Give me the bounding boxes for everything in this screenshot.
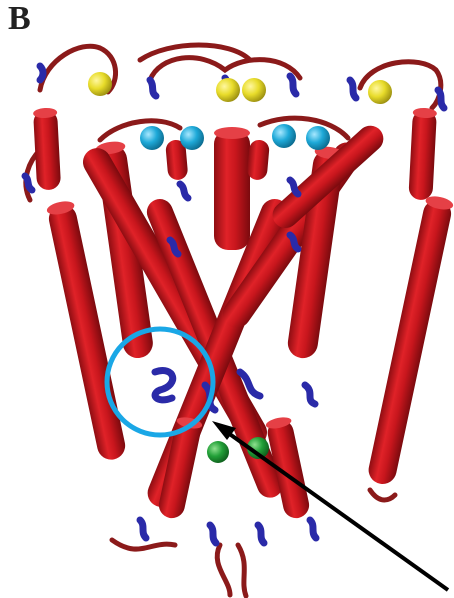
linker-7 xyxy=(180,184,188,198)
green-ion-icon xyxy=(207,441,229,463)
yellow-ion-icon xyxy=(242,78,266,102)
linker-15 xyxy=(140,520,146,538)
helix-center-right-small xyxy=(247,139,270,181)
loop-bottom-center xyxy=(217,545,230,595)
linker-18 xyxy=(310,520,316,538)
linker-1 xyxy=(40,66,43,80)
yellow-ion-icon xyxy=(368,80,392,104)
linker-16 xyxy=(210,525,216,543)
linker-8 xyxy=(290,180,298,194)
helix-left-upper xyxy=(33,107,61,190)
cyan-ion-icon xyxy=(180,126,204,150)
loop-bottom-center2 xyxy=(238,545,246,596)
cyan-ion-icon xyxy=(140,126,164,150)
linker-17 xyxy=(258,525,264,543)
yellow-ion-icon xyxy=(216,78,240,102)
linker-5 xyxy=(350,80,356,98)
helix-cylinders xyxy=(33,107,454,520)
helix-right-upper xyxy=(408,107,437,200)
loop-upper-mid-left xyxy=(100,121,180,140)
helix-center xyxy=(214,127,250,250)
linker-14 xyxy=(305,385,315,404)
loop-bottom-right xyxy=(370,490,395,500)
linker-2 xyxy=(150,80,156,96)
yellow-ion-icon xyxy=(88,72,112,96)
loop-bottom-left xyxy=(112,540,175,549)
yellow-ions xyxy=(88,72,392,104)
linker-19 xyxy=(438,90,444,108)
pointer-arrow-icon xyxy=(212,421,448,590)
helix-far-right xyxy=(366,194,454,486)
linker-6 xyxy=(25,176,32,190)
linker-4 xyxy=(290,76,296,94)
cyan-ion-icon xyxy=(306,126,330,150)
cyan-ion-icon xyxy=(272,124,296,148)
linker-11 xyxy=(155,371,173,400)
